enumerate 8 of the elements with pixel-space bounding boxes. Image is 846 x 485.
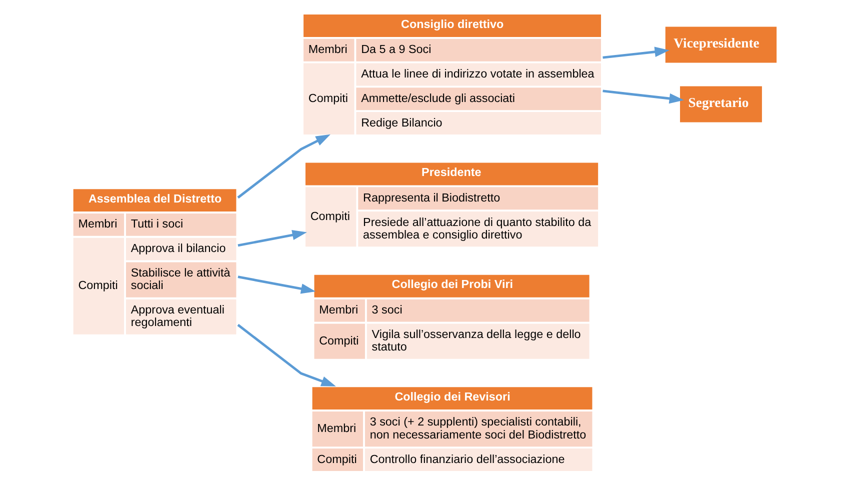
arrow	[237, 230, 306, 247]
arrow	[237, 276, 316, 294]
arrow	[602, 90, 684, 104]
arrow	[236, 324, 336, 386]
arrow	[602, 46, 669, 59]
node-box: Segretario	[680, 86, 762, 122]
arrow	[236, 134, 330, 199]
node-box: Vicepresidente	[664, 26, 776, 63]
